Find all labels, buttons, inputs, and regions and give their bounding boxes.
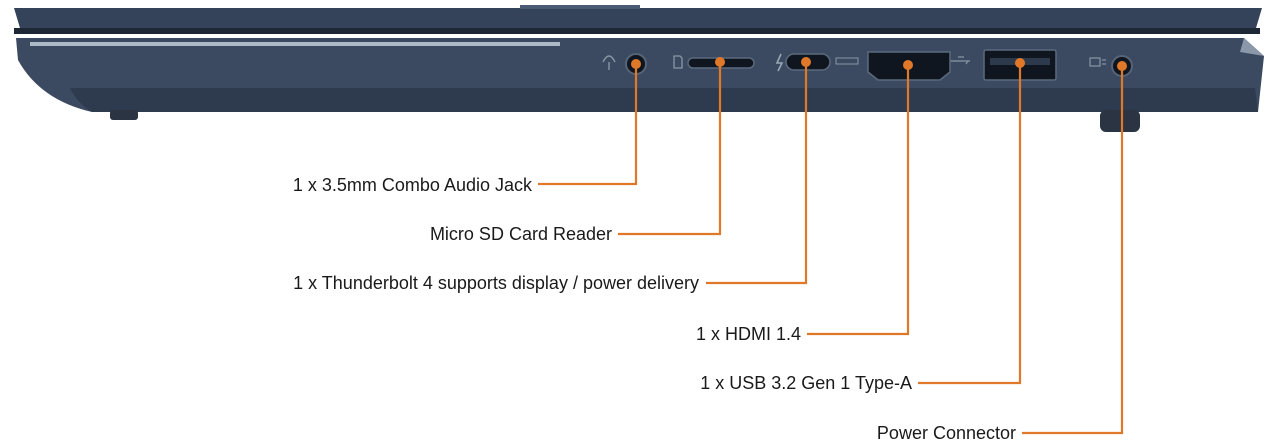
sd-card-icon [673,55,683,69]
marker-dot-sd-reader [715,57,725,67]
label-hdmi: 1 x HDMI 1.4 [695,324,801,344]
marker-dot-usb-a [1015,58,1025,68]
base-edge-highlight [30,42,560,46]
label-audio-jack: 1 x 3.5mm Combo Audio Jack [292,175,532,195]
headphone-icon [602,55,616,70]
foot-left [110,110,138,120]
marker-dot-power [1117,61,1127,71]
power-icon [1089,57,1106,67]
label-power: Power Connector [876,423,1016,443]
leader-line-power [1022,66,1124,435]
leader-line-thunderbolt [706,62,808,285]
base-corner-facet [1240,38,1264,56]
label-sd-reader: Micro SD Card Reader [429,224,612,244]
callout-lines [538,57,1127,435]
label-thunderbolt: 1 x Thunderbolt 4 supports display / pow… [293,273,699,293]
hdmi-icon [835,57,859,65]
leader-line-sd-reader [618,62,722,236]
usb-icon [950,56,970,65]
marker-dot-thunderbolt [801,57,811,67]
label-usb-a: 1 x USB 3.2 Gen 1 Type-A [700,373,912,393]
marker-dot-audio-jack [631,59,641,69]
leader-line-audio-jack [538,64,638,186]
laptop-lid [14,8,1262,28]
base-lower-shade [70,88,1258,112]
leader-line-hdmi [807,65,910,336]
leader-line-usb-a [918,63,1022,385]
marker-dot-hdmi [903,60,913,70]
foot-right [1100,110,1140,132]
hinge-gap [14,28,1260,34]
lid-highlight [520,5,640,9]
thunderbolt-icon [775,53,784,72]
